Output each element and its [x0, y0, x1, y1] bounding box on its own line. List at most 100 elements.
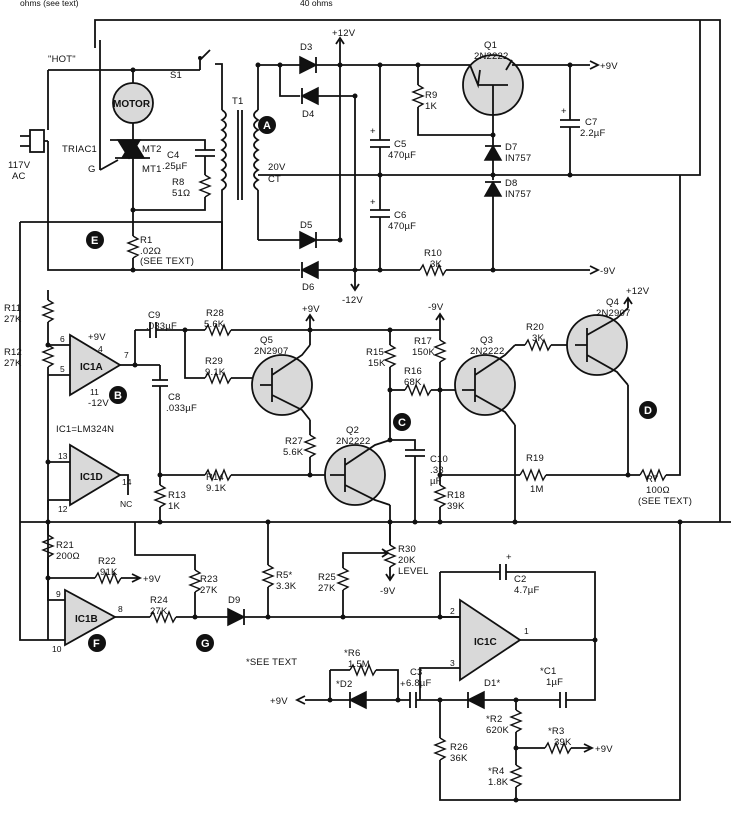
m9c-arrow-icon — [385, 567, 395, 582]
wire-c4-top — [160, 139, 206, 150]
r3-icon — [544, 741, 572, 755]
c8-icon — [152, 365, 168, 475]
r8-icon — [198, 174, 212, 198]
c9-label: C9 — [148, 310, 161, 321]
p9d-arrow-icon — [121, 573, 143, 583]
m9-arrow-icon — [589, 265, 601, 275]
t1-core-icon — [237, 110, 243, 200]
wire-r8-bottom — [133, 197, 206, 211]
c7-label: C7 — [585, 117, 598, 128]
ic1d-label: IC1D — [80, 472, 103, 483]
q5-transistor-icon — [251, 354, 313, 416]
ic1d-nc: NC — [120, 499, 132, 509]
triac-label: TRIAC1 — [62, 144, 97, 155]
r11-value: 27K — [4, 314, 22, 325]
q2-label: Q2 — [346, 425, 359, 436]
p9e-label: +9V — [270, 696, 288, 707]
ac-label-2: AC — [12, 171, 26, 182]
t1-ct-label: CT — [268, 174, 281, 185]
wire-r7-out — [666, 175, 681, 476]
r14-value: 9.1K — [206, 483, 227, 494]
ic1a-opamp-icon — [69, 333, 122, 397]
q4-type: 2N2907 — [596, 308, 630, 319]
ic1d-pin12: 12 — [58, 504, 68, 514]
testpoint-c-badge — [393, 413, 411, 431]
d2-label: *D2 — [336, 679, 352, 690]
c1-value: 1µF — [546, 677, 563, 688]
ic1b-opamp-icon — [64, 588, 117, 647]
r30-name: LEVEL — [398, 566, 429, 577]
r3-value: 39K — [554, 737, 572, 748]
q5-type: 2N2907 — [254, 346, 288, 357]
d6-label: D6 — [302, 282, 315, 293]
ac-plug-icon — [29, 129, 45, 153]
mt2-label: MT2 — [142, 144, 162, 155]
r16-icon — [404, 383, 432, 397]
r4-label: *R4 — [488, 766, 504, 777]
r25-value: 27K — [318, 583, 336, 594]
t1-secondary-icon — [253, 109, 260, 191]
wire-d4-in — [279, 65, 300, 97]
ic1a-pin11: 11 — [90, 387, 99, 397]
r2-icon — [509, 709, 523, 733]
r23-value: 27K — [200, 585, 218, 596]
r6-label: *R6 — [344, 648, 360, 659]
ic1b-label: IC1B — [75, 614, 98, 625]
r27-label: R27 — [285, 436, 303, 447]
q3-terminals — [462, 344, 516, 426]
testpoint-b-badge — [109, 386, 127, 404]
r11-label: R11 — [4, 303, 21, 314]
r9-value: 1K — [425, 101, 437, 112]
wire-ic1d-inputs — [47, 461, 70, 510]
r18-icon — [433, 484, 447, 508]
c6-plus: + — [370, 197, 376, 208]
testpoint-d-label: D — [644, 405, 652, 417]
c2-plus: + — [506, 552, 512, 563]
ac-label-1: 117V — [8, 160, 31, 171]
r7-icon — [639, 468, 667, 482]
testpoint-d-badge — [639, 401, 657, 419]
r27-value: 5.6K — [283, 447, 304, 458]
ic1c-pin2: 2 — [450, 606, 455, 616]
wire-ic1d-nc — [120, 474, 129, 495]
m12-label: -12V — [342, 295, 363, 306]
r9-label: R9 — [425, 90, 438, 101]
r30-icon — [383, 544, 397, 568]
junction-dots — [45, 62, 683, 803]
r7-label: R7 — [646, 474, 659, 485]
wire-ic1b-inputs — [45, 578, 65, 641]
q2-terminals — [330, 439, 391, 506]
r14-icon — [204, 468, 232, 482]
r26-value: 36K — [450, 753, 468, 764]
r25-icon — [336, 567, 350, 591]
header-left: ohms (see text) — [20, 0, 79, 8]
c1-label: *C1 — [540, 666, 556, 677]
wire-r25-wiper — [342, 552, 380, 568]
wire-ic1a-inputs — [48, 344, 70, 376]
d5-diode-icon — [299, 230, 318, 250]
c10-label: C10 — [430, 454, 448, 465]
testpoint-a-label: A — [263, 120, 271, 132]
t1-label: T1 — [232, 96, 244, 107]
r17-value: 150K — [412, 347, 435, 358]
d5-label: D5 — [300, 220, 313, 231]
c5-value: 470µF — [388, 150, 416, 161]
r17-label: R17 — [414, 336, 432, 347]
r28-icon — [204, 323, 232, 337]
p12b-arrow-icon — [623, 296, 633, 308]
r26-icon — [433, 737, 447, 761]
ic1a-pin7: 7 — [124, 350, 129, 360]
r15-icon — [383, 344, 397, 368]
r13-value: 1K — [168, 501, 180, 512]
r23-icon — [188, 569, 202, 593]
c7-plus: + — [561, 106, 567, 117]
d2-diode-icon — [348, 690, 367, 710]
r6-value: 1.5M — [348, 659, 370, 670]
r21-icon — [41, 534, 55, 558]
testpoint-f-label: F — [93, 638, 100, 650]
r22-icon — [94, 571, 122, 585]
c3-value: 6.8µF — [406, 678, 431, 689]
c1-icon — [559, 640, 596, 708]
d1-label: D1* — [484, 678, 501, 689]
r10-label: R10 — [424, 248, 442, 259]
